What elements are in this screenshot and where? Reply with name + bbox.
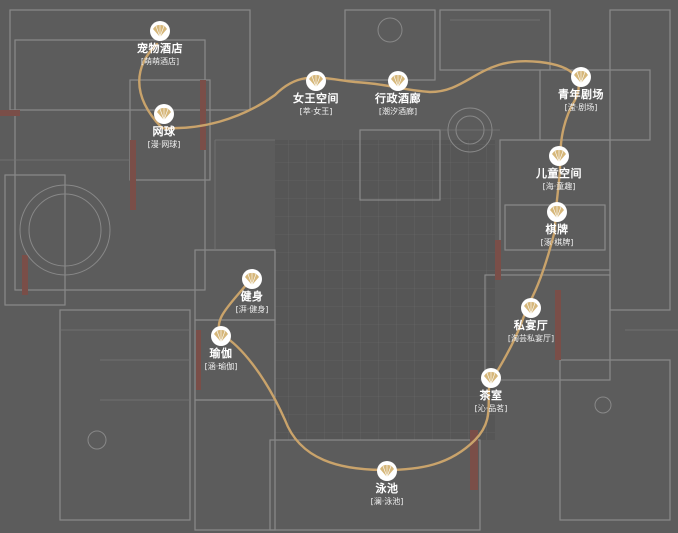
- poi-name: 私宴厅: [513, 319, 549, 332]
- poi-subtitle: [漫·网球]: [147, 140, 181, 149]
- fan-marker-icon: [377, 461, 397, 481]
- poi-name: 宠物酒店: [137, 42, 183, 55]
- poi-name: 行政酒廊: [375, 92, 421, 105]
- fan-marker-icon: [242, 269, 262, 289]
- poi-name: 网球: [152, 125, 176, 138]
- fan-marker-icon: [211, 326, 231, 346]
- poi-subtitle: [潮汐酒廊]: [378, 107, 418, 116]
- poi-queen-space[interactable]: 女王空间 [萃·女王]: [266, 70, 366, 117]
- poi-tennis[interactable]: 网球 [漫·网球]: [114, 103, 214, 150]
- poi-youth-theater[interactable]: 青年剧场 [滢·剧场]: [531, 66, 631, 113]
- poi-yoga[interactable]: 瑜伽 [涵·瑜伽]: [171, 325, 271, 372]
- fan-marker-icon: [150, 21, 170, 41]
- poi-subtitle: [涿·棋牌]: [540, 238, 574, 247]
- fan-marker-icon: [154, 104, 174, 124]
- poi-subtitle: [澜·泳池]: [370, 497, 404, 506]
- poi-kids-space[interactable]: 儿童空间 [海·童趣]: [509, 145, 609, 192]
- poi-gym[interactable]: 健身 [湃·健身]: [202, 268, 302, 315]
- route-path: [138, 42, 580, 472]
- poi-subtitle: [滢·剧场]: [564, 103, 598, 112]
- poi-subtitle: [萃·女王]: [299, 107, 333, 116]
- poi-name: 瑜伽: [209, 347, 233, 360]
- fan-marker-icon: [571, 67, 591, 87]
- fan-marker-icon: [306, 71, 326, 91]
- poi-name: 青年剧场: [558, 88, 604, 101]
- poi-pet-hotel[interactable]: 宠物酒店 [萌萌酒店]: [110, 20, 210, 67]
- poi-subtitle: [淘芸私宴厅]: [507, 334, 555, 343]
- fan-marker-icon: [388, 71, 408, 91]
- poi-name: 女王空间: [293, 92, 339, 105]
- poi-tea-room[interactable]: 茶室 [沁·品茗]: [441, 367, 541, 414]
- fan-marker-icon: [549, 146, 569, 166]
- poi-private-dining[interactable]: 私宴厅 [淘芸私宴厅]: [481, 297, 581, 344]
- fan-marker-icon: [481, 368, 501, 388]
- poi-name: 儿童空间: [536, 167, 582, 180]
- poi-name: 茶室: [479, 389, 503, 402]
- fan-marker-icon: [547, 202, 567, 222]
- fan-marker-icon: [521, 298, 541, 318]
- poi-name: 泳池: [375, 482, 399, 495]
- poi-pool[interactable]: 泳池 [澜·泳池]: [337, 460, 437, 507]
- poi-subtitle: [萌萌酒店]: [140, 57, 180, 66]
- poi-chess[interactable]: 棋牌 [涿·棋牌]: [507, 201, 607, 248]
- poi-subtitle: [涵·瑜伽]: [204, 362, 238, 371]
- poi-subtitle: [湃·健身]: [235, 305, 269, 314]
- poi-subtitle: [沁·品茗]: [474, 404, 508, 413]
- poi-admin-bar[interactable]: 行政酒廊 [潮汐酒廊]: [348, 70, 448, 117]
- poi-name: 棋牌: [545, 223, 569, 236]
- poi-name: 健身: [240, 290, 264, 303]
- poi-subtitle: [海·童趣]: [542, 182, 576, 191]
